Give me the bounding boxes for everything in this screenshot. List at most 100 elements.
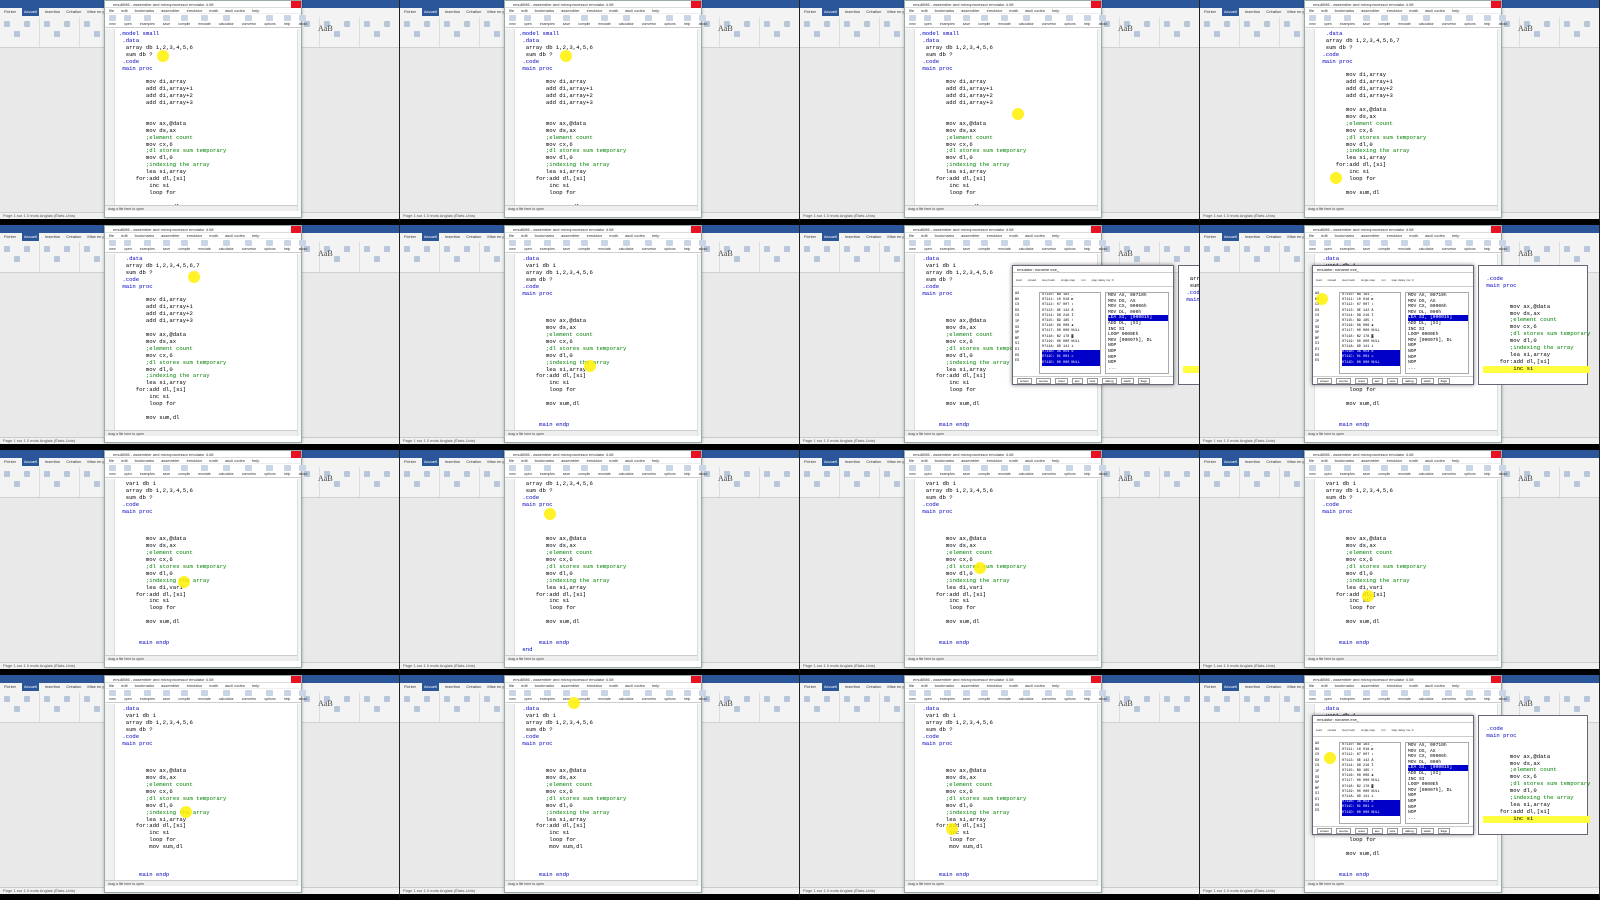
code-editor[interactable]: .data var1 db 1 array db 1,2,3,4,5,6 sum…: [505, 704, 701, 886]
word-tab[interactable]: Accueil: [422, 683, 439, 691]
toolbar-button[interactable]: examples: [140, 15, 155, 26]
toolbar-button[interactable]: help: [283, 690, 291, 701]
code-editor[interactable]: .data var1 db 1 array db 1,2,3,4,5,6 sum…: [505, 254, 701, 436]
menu-item[interactable]: edit: [521, 683, 528, 688]
toolbar-button[interactable]: new: [109, 15, 116, 26]
toolbar-button[interactable]: calculator: [219, 690, 234, 701]
toolbar-button[interactable]: open: [1324, 15, 1332, 26]
toolbar-button[interactable]: examples: [540, 15, 555, 26]
close-icon[interactable]: [1091, 676, 1101, 683]
toolbar-button[interactable]: open: [924, 690, 932, 701]
emulator-tool-button[interactable]: run: [1081, 277, 1086, 282]
ribbon-icon[interactable]: [704, 21, 710, 27]
ribbon-icon[interactable]: [324, 246, 330, 252]
ribbon-icon[interactable]: [384, 21, 390, 27]
toolbar-button[interactable]: convertor: [642, 240, 656, 251]
menu-item[interactable]: math: [1009, 458, 1019, 463]
vertical-scrollbar[interactable]: [297, 29, 301, 211]
word-tab[interactable]: Création: [1266, 234, 1282, 239]
word-tab[interactable]: Mise en page: [887, 234, 912, 239]
ribbon-icon[interactable]: [24, 696, 30, 702]
ribbon-icon[interactable]: [824, 246, 830, 252]
menu-item[interactable]: file: [109, 458, 115, 463]
ribbon-icon[interactable]: [894, 31, 900, 37]
vertical-scrollbar[interactable]: [297, 254, 301, 436]
ribbon-icon[interactable]: [864, 471, 870, 477]
toolbar-button[interactable]: calculator: [219, 465, 234, 476]
menu-item[interactable]: emulator: [186, 683, 203, 688]
menu-item[interactable]: file: [109, 233, 115, 238]
toolbar-button[interactable]: help: [1483, 240, 1491, 251]
vertical-scrollbar[interactable]: [1097, 704, 1101, 886]
ribbon-icon[interactable]: [464, 21, 470, 27]
menu-item[interactable]: emulator: [186, 233, 203, 238]
toolbar-button[interactable]: convertor: [1042, 690, 1056, 701]
menu-item[interactable]: assembler: [161, 683, 180, 688]
toolbar-button[interactable]: new: [909, 465, 916, 476]
word-tab[interactable]: Mise en page: [887, 459, 912, 464]
code-editor[interactable]: var1 db 1 array db 1,2,3,4,5,6 sum db ? …: [105, 479, 301, 661]
menu-item[interactable]: ascii codes: [1025, 233, 1045, 238]
toolbar-button[interactable]: options: [1464, 465, 1476, 476]
toolbar-button[interactable]: open: [924, 465, 932, 476]
close-icon[interactable]: [691, 676, 701, 683]
ribbon-icon[interactable]: [734, 481, 740, 487]
ribbon-icon[interactable]: [1104, 696, 1110, 702]
ribbon-icon[interactable]: [1184, 471, 1190, 477]
toolbar-button[interactable]: compile: [578, 690, 590, 701]
ribbon-icon[interactable]: [1534, 31, 1540, 37]
toolbar-button[interactable]: help: [1083, 690, 1091, 701]
ribbon-icon[interactable]: [464, 696, 470, 702]
menu-item[interactable]: edit: [121, 683, 128, 688]
toolbar-button[interactable]: examples: [140, 690, 155, 701]
ribbon-icon[interactable]: [1144, 471, 1150, 477]
ribbon-icon[interactable]: [1174, 31, 1180, 37]
menu-item[interactable]: help: [251, 683, 260, 688]
menu-item[interactable]: assembler: [561, 8, 580, 13]
menu-item[interactable]: bookmarks: [1334, 683, 1355, 688]
ribbon-icon[interactable]: [64, 471, 70, 477]
toolbar-button[interactable]: save: [1363, 465, 1370, 476]
ribbon-icon[interactable]: [1144, 246, 1150, 252]
ribbon-icon[interactable]: [1294, 481, 1300, 487]
ribbon-icon[interactable]: [804, 246, 810, 252]
toolbar-button[interactable]: new: [909, 15, 916, 26]
ribbon-icon[interactable]: [1214, 256, 1220, 262]
menu-item[interactable]: file: [909, 233, 915, 238]
ribbon-icon[interactable]: [844, 696, 850, 702]
emulator-tool-button[interactable]: run: [1381, 727, 1386, 732]
menu-item[interactable]: math: [609, 458, 619, 463]
toolbar-button[interactable]: calculator: [1019, 240, 1034, 251]
ribbon-icon[interactable]: [54, 481, 60, 487]
toolbar-button[interactable]: about: [1499, 240, 1507, 251]
toolbar-button[interactable]: help: [683, 465, 691, 476]
menu-item[interactable]: bookmarks: [134, 233, 155, 238]
toolbar-button[interactable]: save: [1363, 15, 1370, 26]
toolbar-button[interactable]: options: [664, 15, 676, 26]
ribbon-icon[interactable]: [1174, 256, 1180, 262]
menu-item[interactable]: math: [609, 8, 619, 13]
toolbar-button[interactable]: examples: [1340, 690, 1355, 701]
style-preview[interactable]: AaB: [318, 249, 333, 258]
toolbar-button[interactable]: open: [524, 690, 532, 701]
menu-item[interactable]: emulator: [986, 8, 1003, 13]
ribbon-icon[interactable]: [364, 246, 370, 252]
ribbon-icon[interactable]: [1164, 696, 1170, 702]
ribbon-icon[interactable]: [1574, 31, 1580, 37]
word-tab[interactable]: Fichier: [4, 684, 17, 689]
ribbon-icon[interactable]: [814, 256, 820, 262]
close-icon[interactable]: [1491, 451, 1501, 458]
word-tab[interactable]: Mise en page: [87, 684, 112, 689]
toolbar-button[interactable]: compile: [178, 15, 190, 26]
word-tab[interactable]: Fichier: [404, 234, 417, 239]
menu-item[interactable]: help: [251, 8, 260, 13]
word-tab[interactable]: Fichier: [804, 459, 817, 464]
word-tab[interactable]: Mise en page: [487, 459, 512, 464]
ribbon-icon[interactable]: [1264, 696, 1270, 702]
emulator-bottom-button[interactable]: screen: [1317, 377, 1333, 384]
ribbon-icon[interactable]: [424, 471, 430, 477]
menu-item[interactable]: ascii codes: [1425, 233, 1445, 238]
ribbon-icon[interactable]: [744, 246, 750, 252]
menu-item[interactable]: emulator: [586, 458, 603, 463]
menu-item[interactable]: emulator: [586, 683, 603, 688]
